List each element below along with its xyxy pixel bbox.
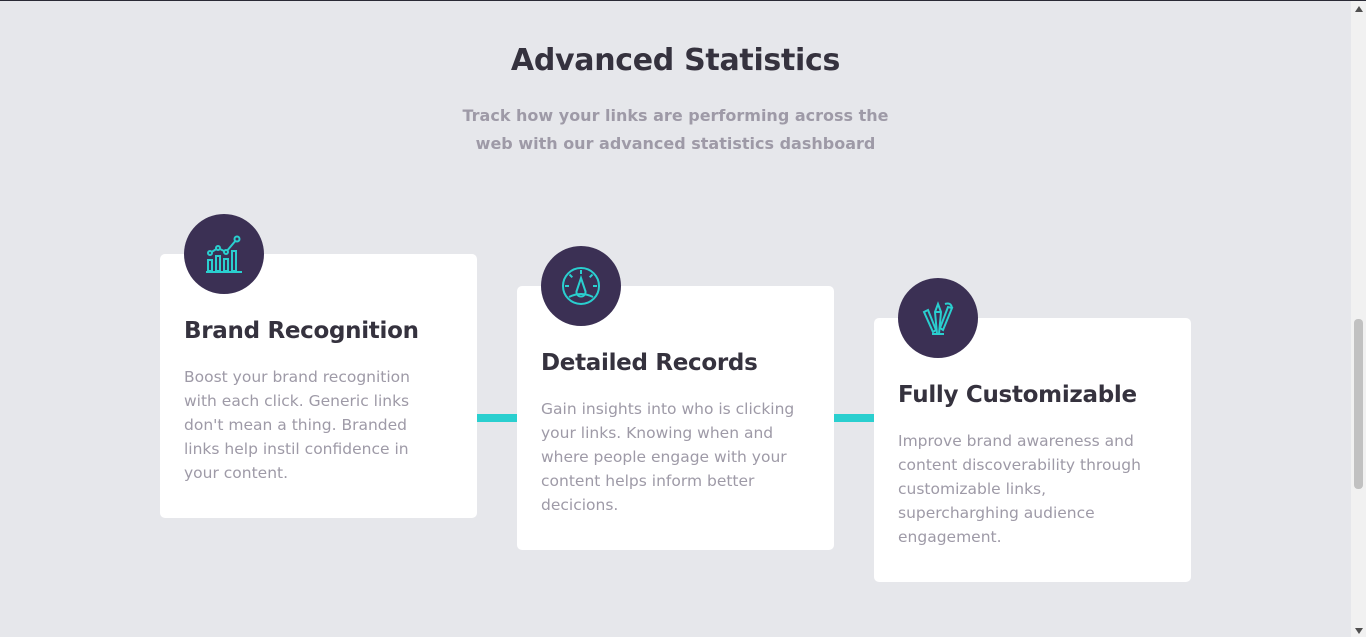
- fully-customizable-brushes-icon: [898, 278, 978, 358]
- section-subtitle: Track how your links are performing acro…: [462, 106, 889, 153]
- card-text: Gain insights into who is clicking your …: [541, 400, 795, 514]
- brand-recognition-chart-icon: [184, 214, 264, 294]
- detailed-records-gauge-icon: [541, 246, 621, 326]
- scroll-up-icon[interactable]: [1351, 1, 1366, 16]
- connector-line-left: [477, 414, 517, 422]
- connector-line-right: [834, 414, 874, 422]
- feature-card-fully-customizable: Fully Customizable Improve brand awarene…: [874, 278, 1191, 582]
- card-text: Improve brand awareness and content disc…: [898, 432, 1141, 546]
- vertical-scrollbar[interactable]: [1351, 1, 1366, 637]
- card-text: Boost your brand recognition with each c…: [184, 368, 410, 482]
- feature-card-brand-recognition: Brand Recognition Boost your brand recog…: [160, 214, 477, 518]
- feature-card-detailed-records: Detailed Records Gain insights into who …: [517, 246, 834, 550]
- card-title: Brand Recognition: [184, 318, 419, 344]
- scrollbar-thumb[interactable]: [1354, 319, 1363, 489]
- card-title: Detailed Records: [541, 350, 758, 376]
- card-title: Fully Customizable: [898, 382, 1137, 408]
- section-title: Advanced Statistics: [510, 43, 841, 78]
- scroll-down-icon[interactable]: [1351, 623, 1366, 637]
